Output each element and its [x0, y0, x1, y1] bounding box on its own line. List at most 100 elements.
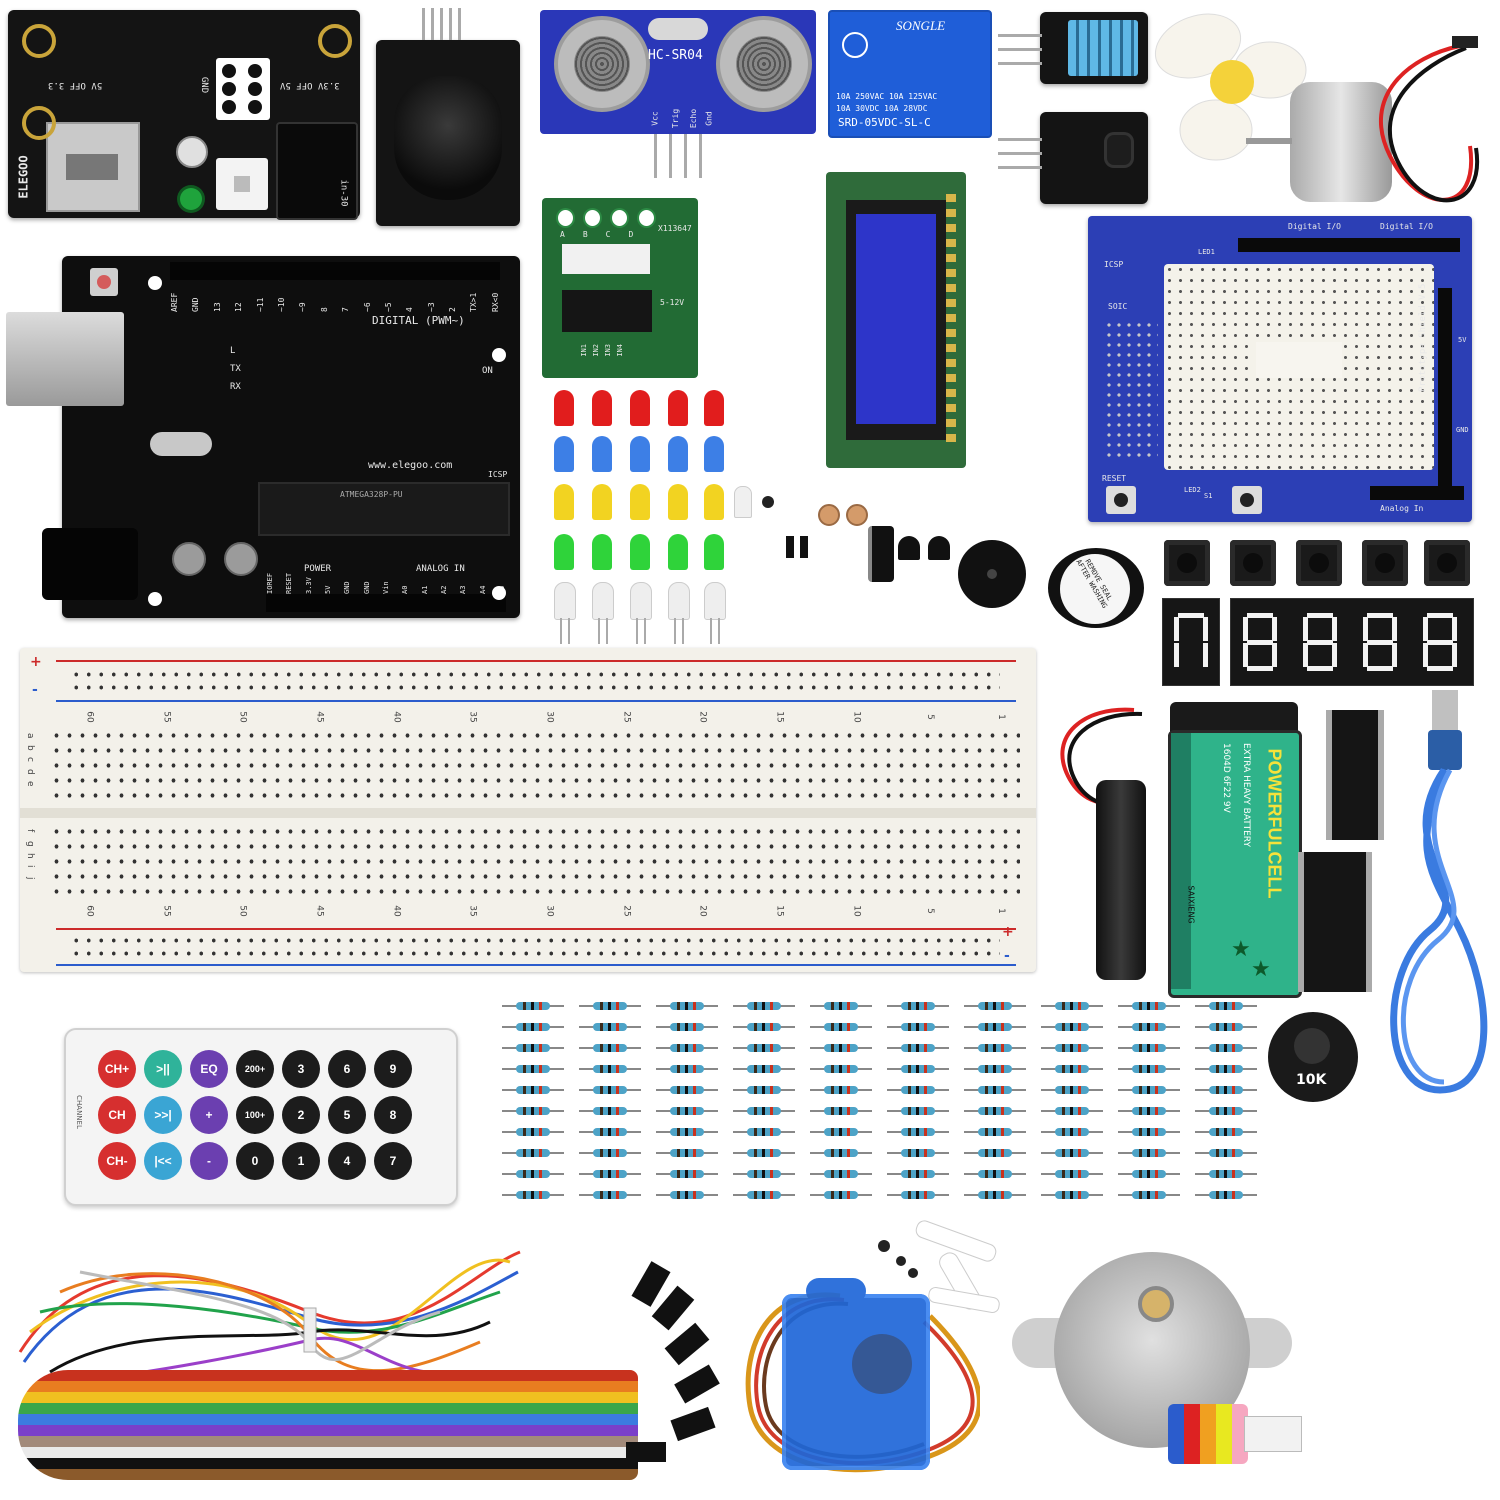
resistor: [964, 1002, 1026, 1010]
yellow-led: [630, 484, 650, 520]
remote-button-ch-plus[interactable]: CH+: [98, 1050, 136, 1088]
resistor: [1195, 1023, 1257, 1031]
resistor: [1118, 1002, 1180, 1010]
remote-button-5[interactable]: 5: [328, 1096, 366, 1134]
ultrasonic-transducer: [554, 16, 650, 112]
column-number: 25: [621, 905, 632, 917]
remote-button-8[interactable]: 8: [374, 1096, 412, 1134]
ultrasonic-pin-echo: Echo: [689, 108, 699, 129]
resistor: [656, 1002, 718, 1010]
uno-pin-label: GND: [343, 581, 352, 594]
resistor: [1195, 1191, 1257, 1199]
resistor: [733, 1044, 795, 1052]
resistor: [1118, 1149, 1180, 1157]
remote-button-6[interactable]: 6: [328, 1050, 366, 1088]
resistor: [964, 1107, 1026, 1115]
remote-button-plus[interactable]: +: [190, 1096, 228, 1134]
stepper-wires: [1168, 1404, 1248, 1464]
ultrasonic-pins: [654, 134, 714, 178]
remote-button-2[interactable]: 2: [282, 1096, 320, 1134]
remote-button-7[interactable]: 7: [374, 1142, 412, 1180]
remote-channel-label: CHANNEL: [74, 1095, 83, 1129]
remote-button-ch[interactable]: CH: [98, 1096, 136, 1134]
remote-button-3[interactable]: 3: [282, 1050, 320, 1088]
row-label: h: [25, 853, 35, 859]
remote-button-next[interactable]: >>|: [144, 1096, 182, 1134]
remote-button-prev[interactable]: |<<: [144, 1142, 182, 1180]
blue-led: [630, 436, 650, 472]
remote-button-minus[interactable]: -: [190, 1142, 228, 1180]
battery-brand: POWERFULCELL: [1264, 748, 1285, 899]
driver-label: X113647: [658, 224, 692, 233]
resistor: [656, 1107, 718, 1115]
resistor: [887, 1149, 949, 1157]
row-label: c: [25, 757, 35, 762]
proto-header-bottom: [1370, 486, 1464, 500]
resistor: [1118, 1170, 1180, 1178]
row-label: j: [25, 877, 35, 880]
proto-label: Analog In: [1380, 504, 1424, 513]
resistor: [733, 1065, 795, 1073]
column-number: 45: [314, 711, 325, 723]
proto-label: 5V: [1458, 336, 1467, 344]
proto-label: Digital I/O: [1380, 222, 1433, 231]
red-led: [630, 390, 650, 426]
resistor: [502, 1023, 564, 1031]
terminal-holes-bottom: [50, 824, 1020, 900]
blue-led: [704, 436, 724, 472]
uno-analog-label: ANALOG IN: [416, 564, 465, 574]
power-switch: [216, 158, 268, 210]
power-module-label: 5V OFF 3.3: [48, 80, 103, 90]
crystal: [648, 18, 708, 40]
driver-voltage-label: 5-12V: [660, 298, 685, 307]
row-labels-top-left: a b c d e: [24, 733, 36, 792]
proto-pad-area: [1104, 320, 1158, 460]
remote-button-1[interactable]: 1: [282, 1142, 320, 1180]
remote-button-4[interactable]: 4: [328, 1142, 366, 1180]
resistor: [1118, 1044, 1180, 1052]
breadboard: + - 60 55 50 45 40 35 30 25 20 15 10 5 1…: [20, 648, 1036, 972]
dc-jack: [276, 122, 358, 220]
resistor: [1118, 1023, 1180, 1031]
resistor: [964, 1128, 1026, 1136]
star-icon: ★: [1251, 957, 1271, 982]
resistor: [810, 1044, 872, 1052]
remote-button-100[interactable]: 100+: [236, 1096, 274, 1134]
column-number: 10: [851, 711, 862, 723]
remote-button-0[interactable]: 0: [236, 1142, 274, 1180]
power-module-label: GND: [199, 76, 210, 94]
rainbow-ribbon-cable: [18, 1370, 638, 1480]
column-number: 25: [621, 711, 632, 723]
resistor: [502, 1149, 564, 1157]
resistor: [733, 1023, 795, 1031]
uno-pin-label: TX>1: [469, 292, 479, 312]
driver-phase-label: D: [628, 230, 634, 239]
row-labels-bottom-left: f g h i j: [24, 829, 36, 888]
resistor: [810, 1128, 872, 1136]
column-number: 50: [238, 905, 249, 917]
resistor: [579, 1044, 641, 1052]
remote-button-200[interactable]: 200+: [236, 1050, 274, 1088]
rail-plus-label: +: [30, 654, 42, 670]
column-number: 35: [468, 905, 479, 917]
uno-pin-label: ~9: [298, 302, 308, 312]
resistor: [502, 1191, 564, 1199]
remote-button-9[interactable]: 9: [374, 1050, 412, 1088]
four-digit-seven-segment: [1230, 598, 1474, 686]
column-number: 30: [544, 711, 555, 723]
barrel-jack: [42, 528, 138, 600]
remote-button-play-pause[interactable]: >||: [144, 1050, 182, 1088]
driver-in-label: IN1: [580, 344, 588, 357]
resistor: [579, 1191, 641, 1199]
resistor: [1195, 1128, 1257, 1136]
rail-holes: [70, 668, 1000, 696]
resistor: [810, 1170, 872, 1178]
power-module-brand: ELEGOO: [16, 155, 31, 199]
white-led: [704, 582, 726, 620]
remote-button-ch-minus[interactable]: CH-: [98, 1142, 136, 1180]
uno-pin-label: ~3: [426, 302, 436, 312]
remote-button-eq[interactable]: EQ: [190, 1050, 228, 1088]
driver-phase-label: A: [560, 230, 565, 239]
proto-label: RESET: [1102, 474, 1127, 483]
dc-plug: [1096, 780, 1146, 980]
